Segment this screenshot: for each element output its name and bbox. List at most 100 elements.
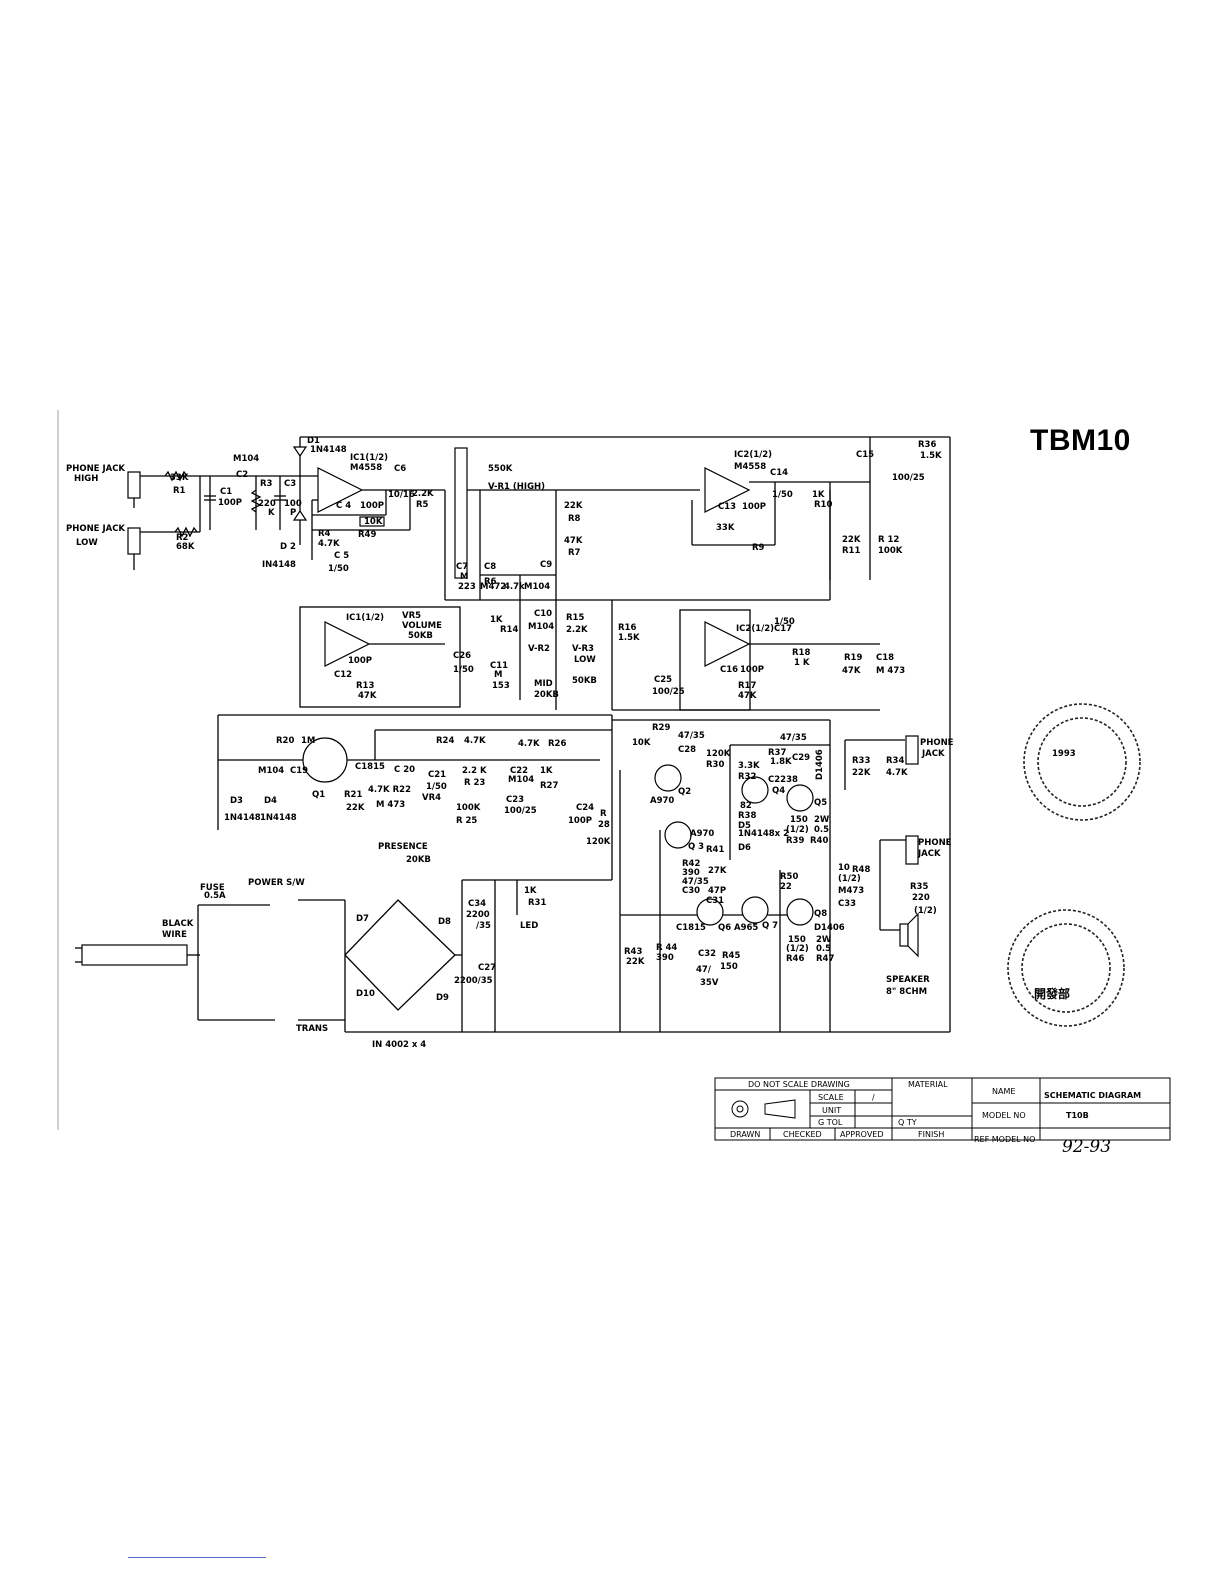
label-r43: R43 (624, 947, 642, 957)
label-q1-part: C1815 (355, 762, 385, 772)
phone-jack-low (127, 527, 141, 555)
label-out-jack-1b: JACK (921, 749, 945, 759)
label-r47: R47 (816, 954, 834, 964)
presence-section: R20 1M C19 Q1 C1815 M104 D3 1N4148 D4 1N… (217, 714, 613, 880)
label-out-jack-2b: JACK (917, 849, 941, 859)
label-c23: C23 (506, 795, 524, 805)
label-r29-value: 10K (632, 738, 651, 748)
label-c2: C2 (236, 470, 248, 480)
label-q2-part: A970 (650, 796, 674, 806)
label-c4: C 4 (336, 501, 351, 511)
label-c21: C21 (428, 770, 446, 780)
tb-ref-value: 92-93 (1062, 1137, 1111, 1157)
label-r28: R (600, 809, 607, 819)
label-r23-value: 2.2 K (462, 766, 487, 776)
label-r22: 4.7K R22 (368, 785, 411, 795)
stamp-date: 1993 (1052, 749, 1076, 759)
label-c21-value: 1/50 (426, 782, 447, 792)
label-r44: R 44 (656, 943, 677, 953)
label-r12: R 12 (878, 535, 899, 545)
label-q1: Q1 (312, 790, 325, 800)
label-r10: R10 (814, 500, 832, 510)
label-r40: R40 (810, 836, 828, 846)
label-c14: C14 (770, 468, 788, 478)
label-jack-high-1: PHONE JACK (66, 464, 125, 474)
opamp-ic1b (324, 621, 371, 667)
label-d8: D8 (438, 917, 451, 927)
label-r33: R33 (852, 756, 870, 766)
label-r49: R49 (358, 530, 376, 540)
tb-drawn: DRAWN (730, 1130, 760, 1139)
label-vr1: V-R1 (HIGH) (488, 482, 545, 492)
label-c34: C34 (468, 899, 486, 909)
label-d6: D6 (738, 843, 751, 853)
label-c28-value: 47/35 (678, 731, 705, 741)
label-q4: Q4 (772, 786, 785, 796)
label-r10-value: 1K (812, 490, 825, 500)
label-r31: R31 (528, 898, 546, 908)
tb-scale-value: / (872, 1093, 875, 1102)
label-r5-value: 2.2K (412, 489, 434, 499)
label-trans: TRANS (296, 1024, 328, 1034)
stamp-dept: 開發部 (1034, 986, 1070, 1001)
label-c19-value: M104 (258, 766, 284, 776)
label-c15-value: 100/25 (892, 473, 925, 483)
label-jack-high-2: HIGH (74, 474, 98, 484)
label-r37-value: 1.8K (770, 757, 792, 767)
label-r34: R34 (886, 756, 904, 766)
label-ic1a: IC1(1/2) (350, 453, 388, 463)
tb-name-value: SCHEMATIC DIAGRAM (1044, 1091, 1141, 1100)
label-vr3-low: LOW (574, 655, 596, 665)
document-title: TBM10 (1030, 424, 1131, 457)
tb-unit: UNIT (822, 1106, 841, 1115)
label-q6: Q6 (718, 923, 731, 933)
label-r4: R4 (318, 529, 331, 539)
label-r41: R41 (706, 845, 724, 855)
output-section: R33 22K R34 4.7K PHONE JACK PHONE JACK R… (844, 735, 954, 997)
approval-stamp-top: 1993 (1023, 703, 1141, 821)
tb-material: MATERIAL (908, 1080, 948, 1089)
label-r42-value: 390 (682, 868, 700, 878)
label-vr2-mid: MID (534, 679, 553, 689)
label-c5: C 5 (334, 551, 349, 561)
tb-model-no: MODEL NO (982, 1111, 1026, 1120)
label-r3-unit: K (268, 508, 275, 518)
label-c33: C33 (838, 899, 856, 909)
label-c17: C17 (774, 624, 792, 634)
label-q3: Q 3 (688, 842, 704, 852)
label-r2-value: 68K (176, 542, 195, 552)
phone-jack-out-1 (905, 735, 919, 765)
label-r17-value: 47K (738, 691, 757, 701)
label-d2: D 2 (280, 542, 296, 552)
label-d10: D10 (356, 989, 375, 999)
transistor-q2 (654, 764, 682, 792)
label-r21-value: 22K (346, 803, 365, 813)
label-speaker: SPEAKER (886, 975, 930, 985)
label-vr1-value: 550K (488, 464, 513, 474)
label-d9: D9 (436, 993, 449, 1003)
label-q2: Q2 (678, 787, 691, 797)
label-c1: C1 (220, 487, 232, 497)
label-c22: C22 (510, 766, 528, 776)
label-vr3: V-R3 (572, 644, 594, 654)
label-c31: C31 (706, 896, 724, 906)
transistor-q8 (786, 898, 814, 926)
label-r39: R39 (786, 836, 804, 846)
label-r15: R15 (566, 613, 584, 623)
label-c19: C19 (290, 766, 308, 776)
label-c7-m: M (460, 572, 468, 582)
label-r19: R19 (844, 653, 862, 663)
label-r16: R16 (618, 623, 636, 633)
label-r4-value: 4.7K (318, 539, 340, 549)
label-r36-value: 1.5K (920, 451, 942, 461)
label-r45: R45 (722, 951, 740, 961)
label-vr5-value: 50KB (408, 631, 433, 641)
label-r1-value: 33K (170, 473, 189, 483)
label-c10-value: M104 (528, 622, 554, 632)
label-c22-value: M104 (508, 775, 534, 785)
label-out-jack-1: PHONE (920, 738, 954, 748)
label-r50: R50 (780, 872, 798, 882)
label-c30-value: 47/35 (682, 877, 709, 887)
label-q4-part: C2238 (768, 775, 798, 785)
label-r29: R29 (652, 723, 670, 733)
